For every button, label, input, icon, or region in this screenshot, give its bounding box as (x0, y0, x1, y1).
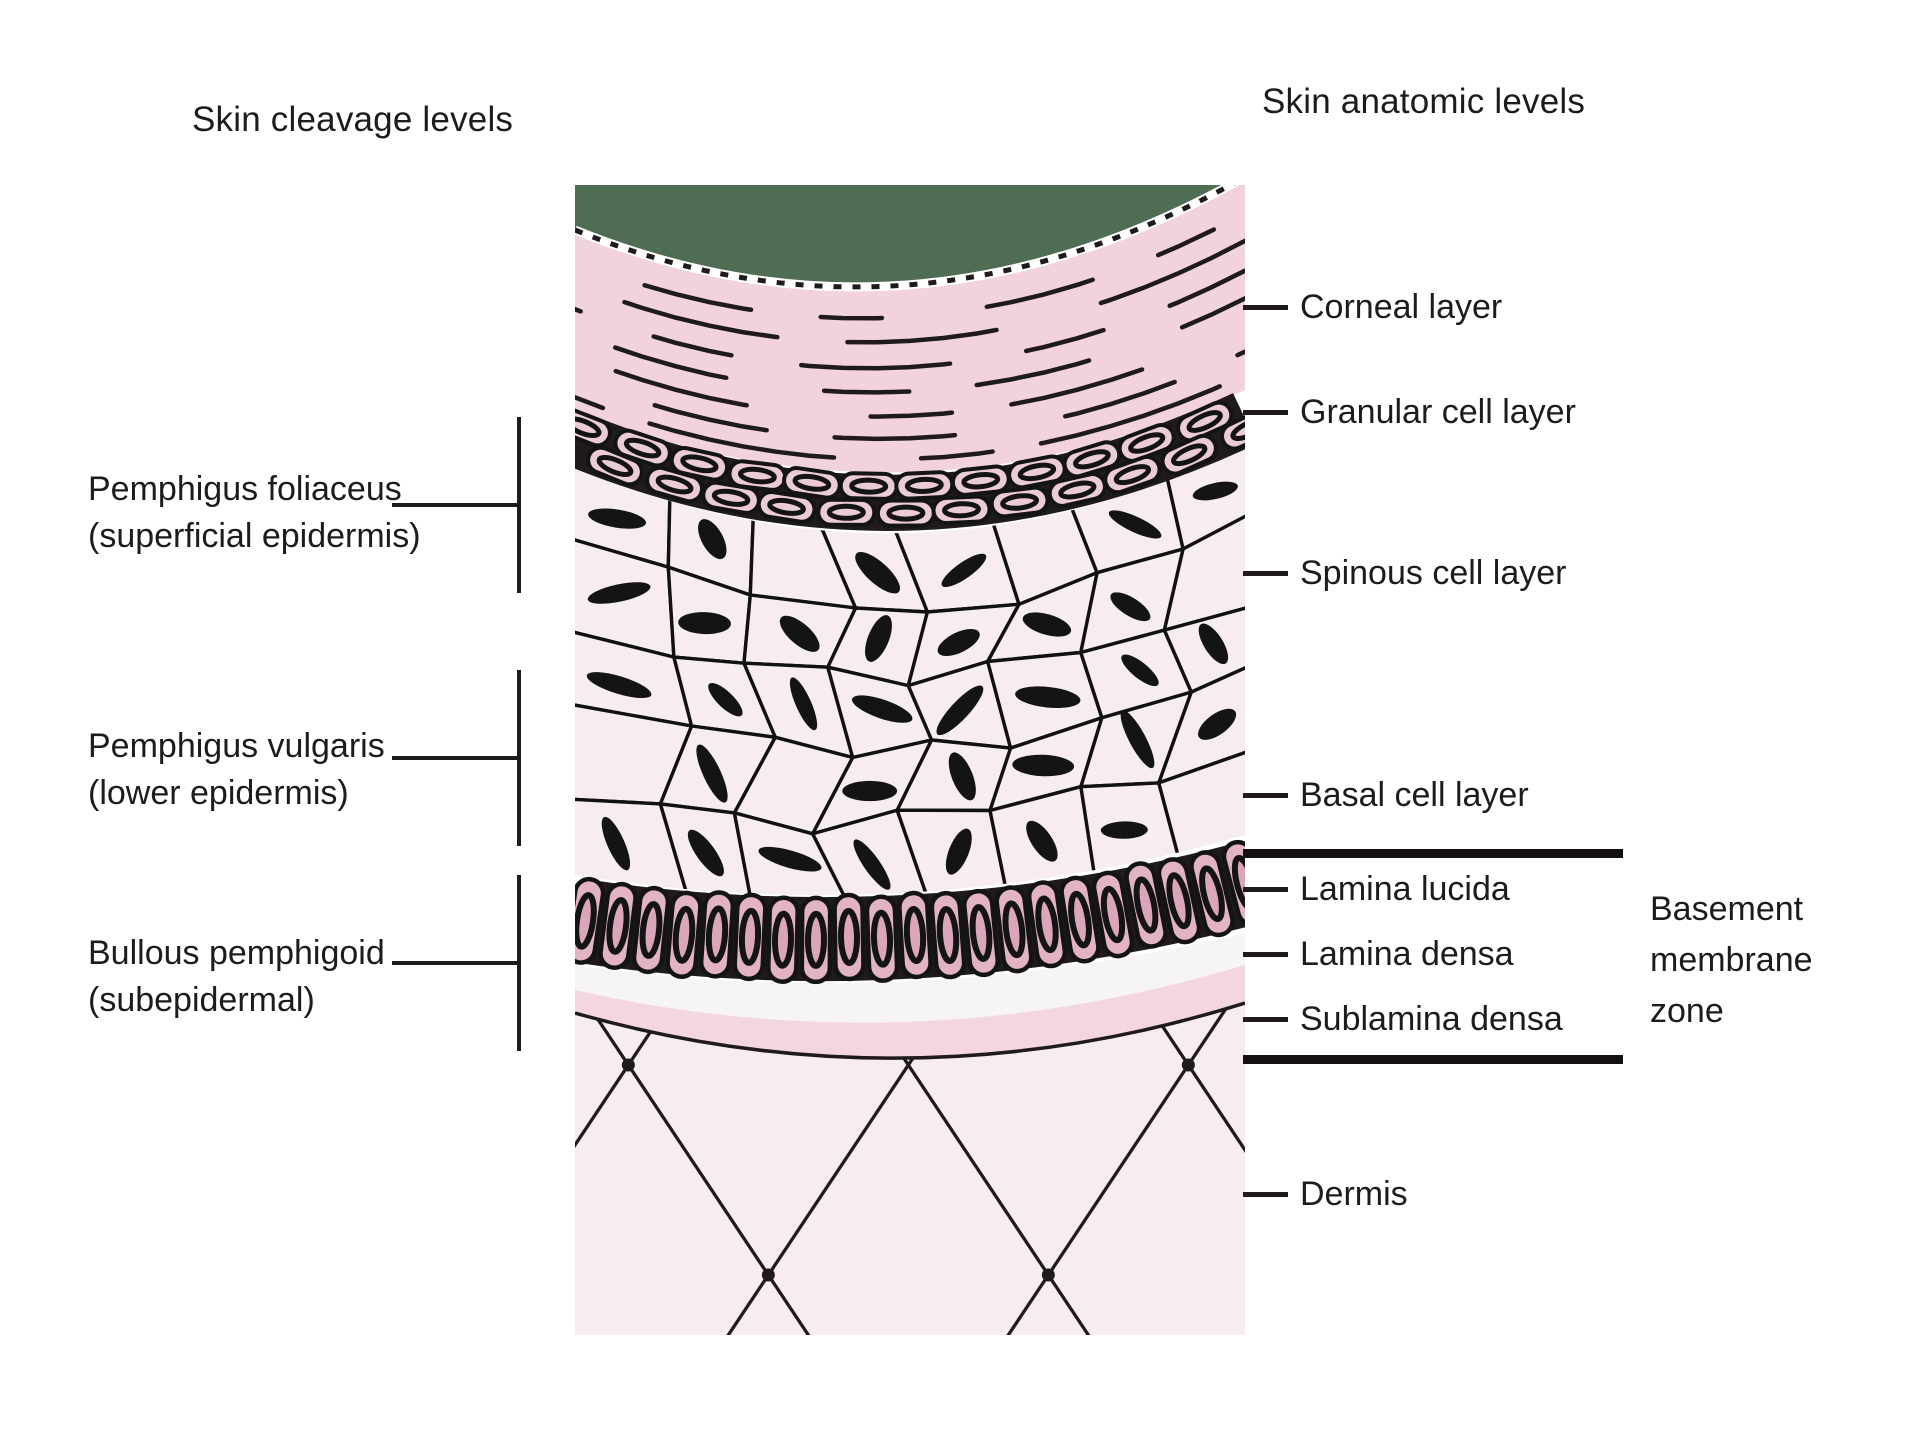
title-skin-anatomic-levels: Skin anatomic levels (1262, 82, 1586, 121)
bracket-foliaceus-vertical-line (517, 417, 521, 593)
label-pemphigus-vulgaris: Pemphigus vulgaris (lower epidermis) (88, 723, 385, 817)
label-dermis: Dermis (1300, 1175, 1408, 1213)
bmz-line-3: zone (1650, 992, 1724, 1030)
bmz-line-1: Basement (1650, 890, 1804, 928)
tick-sublamina-densa (1243, 1017, 1288, 1022)
bracket-vulgaris-vertical-line (517, 670, 521, 846)
tick-basal-cell-layer (1243, 793, 1288, 798)
bracket-foliaceus-tick-line (392, 503, 519, 507)
tick-corneal-layer (1243, 305, 1288, 310)
label-basal-cell-layer: Basal cell layer (1300, 776, 1529, 814)
bmz-top-line (1243, 849, 1623, 858)
label-granular-cell-layer: Granular cell layer (1300, 393, 1576, 431)
title-skin-cleavage-levels: Skin cleavage levels (192, 100, 514, 139)
tick-lamina-lucida (1243, 887, 1288, 892)
label-bullous-pemphigoid: Bullous pemphigoid (subepidermal) (88, 930, 385, 1024)
label-lamina-lucida: Lamina lucida (1300, 870, 1510, 908)
label-basement-membrane-zone: Basement membrane zone (1650, 884, 1813, 1037)
tick-spinous-cell-layer (1243, 571, 1288, 576)
bullous-pemphigoid-qualifier: (subepidermal) (88, 981, 315, 1019)
label-sublamina-densa: Sublamina densa (1300, 1000, 1563, 1038)
label-corneal-layer: Corneal layer (1300, 288, 1503, 326)
label-spinous-cell-layer: Spinous cell layer (1300, 554, 1567, 592)
bracket-vulgaris-tick-line (392, 756, 519, 760)
bracket-pemphigoid-vertical-line (517, 875, 521, 1051)
bracket-pemphigoid-tick-line (392, 961, 519, 965)
tick-dermis (1243, 1192, 1288, 1197)
pemphigus-vulgaris-name: Pemphigus vulgaris (88, 727, 385, 765)
bullous-pemphigoid-name: Bullous pemphigoid (88, 934, 385, 972)
pemphigus-foliaceus-name: Pemphigus foliaceus (88, 470, 402, 508)
tick-lamina-densa (1243, 952, 1288, 957)
tick-granular-cell-layer (1243, 410, 1288, 415)
bmz-line-2: membrane (1650, 941, 1813, 979)
label-lamina-densa: Lamina densa (1300, 935, 1514, 973)
skin-cross-section-illustration (575, 185, 1245, 1335)
bmz-bottom-line (1243, 1055, 1623, 1064)
label-pemphigus-foliaceus: Pemphigus foliaceus (superficial epiderm… (88, 466, 421, 560)
pemphigus-foliaceus-qualifier: (superficial epidermis) (88, 517, 421, 555)
pemphigus-vulgaris-qualifier: (lower epidermis) (88, 774, 349, 812)
